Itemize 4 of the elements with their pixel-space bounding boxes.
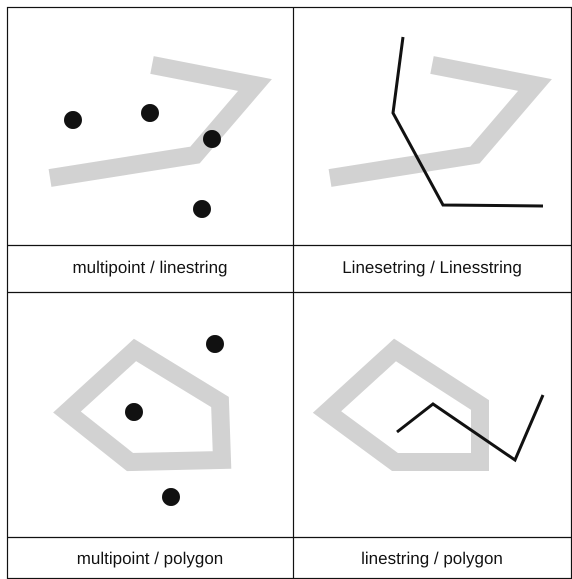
cell-caption: linestring / polygon [361,549,503,569]
cell-caption: Linesetring / Linesstring [342,258,522,278]
cell-caption: multipoint / polygon [76,549,224,569]
cell-caption: multipoint / linestring [72,258,228,278]
